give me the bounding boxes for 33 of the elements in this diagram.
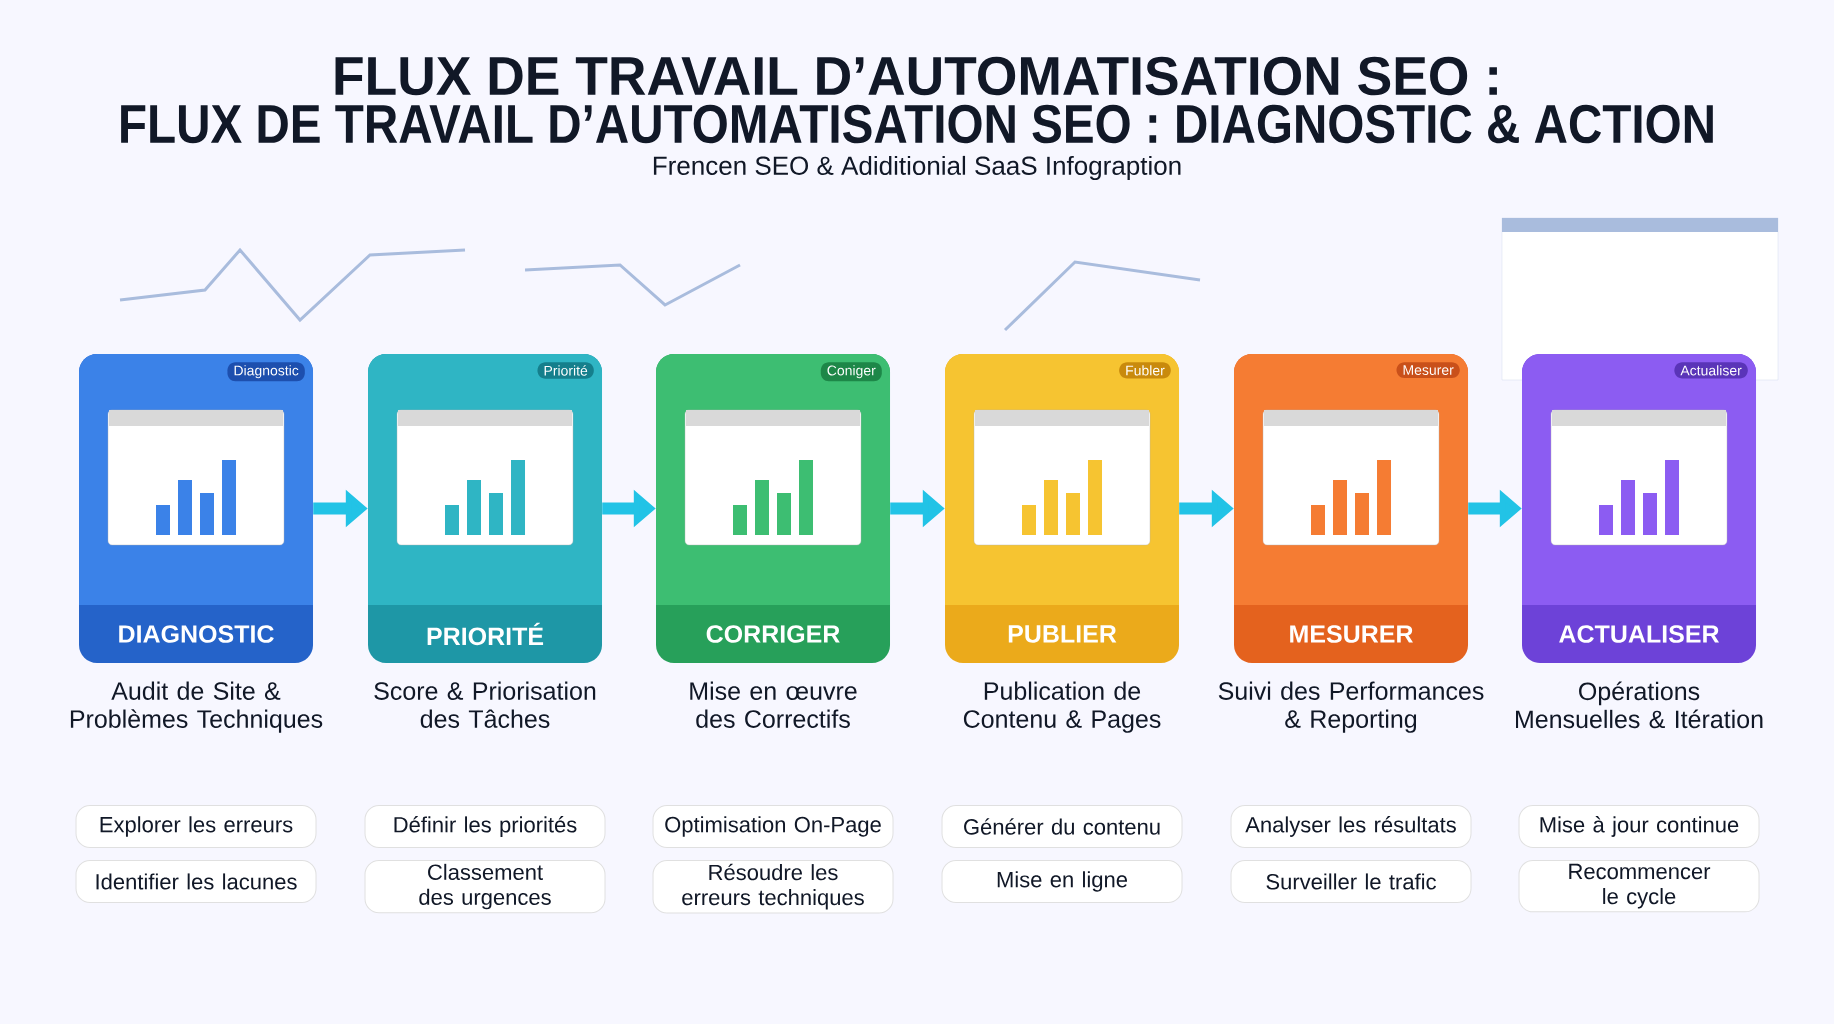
tag-badge: Fubler (1119, 362, 1171, 379)
stage-heading: MESURER (1290, 625, 1413, 643)
stage-description: Suivi des Performances & Reporting (1218, 681, 1484, 733)
action-pill: Optimisation On-Page (652, 805, 894, 848)
stage-description: Score & Priorisation des Tâches (374, 681, 596, 728)
action-pill: Résoudre les erreurs techniques (652, 860, 894, 914)
action-pill: Mise en ligne (941, 860, 1183, 903)
stage-description: Publication de Contenu & Pages (963, 681, 1161, 733)
stage-heading: ACTUALISER (1559, 625, 1720, 643)
tag-badge: Coniger (820, 362, 882, 382)
stage-heading: PUBLIER (1008, 625, 1117, 643)
stage-heading: CORRIGER (706, 625, 840, 643)
stage-description: Opérations Mensuelles & Itération (1516, 681, 1763, 729)
action-pill: Mise à jour continue (1518, 805, 1760, 848)
action-pill: Générer du contenu (941, 805, 1183, 848)
action-pill: Explorer les erreurs (75, 805, 317, 848)
tag-badge: Actualiser (1674, 362, 1748, 379)
action-pill: Identifier les lacunes (75, 860, 317, 903)
tag-badge: Mesurer (1396, 362, 1460, 378)
stage-heading: PRIORITÉ (427, 622, 544, 646)
action-pill: Recommencer le cycle (1518, 860, 1760, 913)
title: FLUX DE TRAVAIL D’AUTOMATISATION SEO : (335, 56, 1497, 96)
subtitle: Frencen SEO & Adiditionial SaaS Infograption (653, 155, 1181, 181)
tag-badge: Diagnostic (227, 362, 305, 382)
tag-badge: Priorité (537, 362, 594, 379)
action-pill: Définir les priorités (364, 805, 606, 848)
stage-heading: DIAGNOSTIC (119, 625, 274, 643)
action-pill: Classement des urgences (364, 860, 606, 914)
stage-description: Audit de Site & Problèmes Techniques (70, 681, 323, 733)
action-pill: Analyser les résultats (1230, 805, 1472, 848)
title: FLUX DE TRAVAIL D’AUTOMATISATION SEO : DIAGNOSTIC & ACTION (121, 104, 1713, 144)
stage-description: Mise en œuvre des Correctifs (690, 681, 857, 728)
action-pill: Surveiller le trafic (1230, 860, 1472, 903)
